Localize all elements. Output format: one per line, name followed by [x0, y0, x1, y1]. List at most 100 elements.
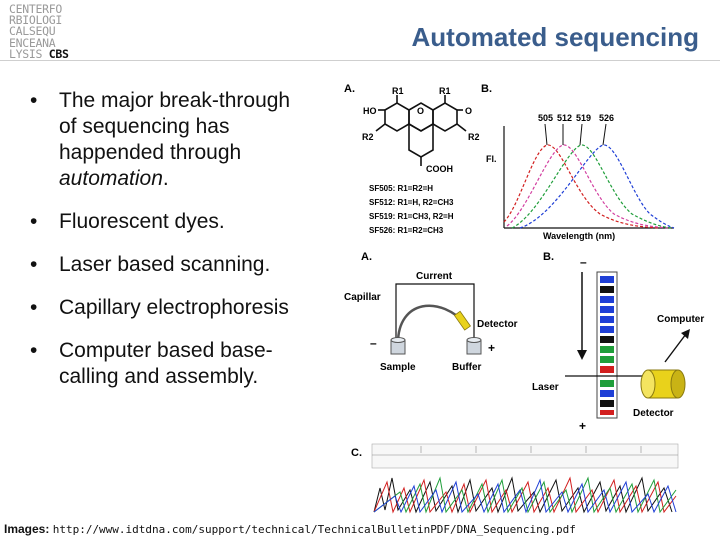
- gel-band: [600, 346, 614, 353]
- minus-sign: –: [580, 255, 587, 269]
- emission-curve-sf505: [503, 144, 661, 229]
- detector-window: [453, 310, 471, 331]
- logo-line: LYSIS CBS: [9, 46, 71, 61]
- trace-black: [373, 476, 673, 514]
- credit-url[interactable]: http://www.idtdna.com/support/technical/…: [52, 523, 576, 536]
- emission-curve-sf512: [506, 144, 671, 229]
- o-ring-label: O: [417, 106, 424, 116]
- bullet-text: of sequencing has: [59, 115, 230, 138]
- plus-sign: +: [488, 341, 495, 355]
- trace-blue: [373, 478, 677, 514]
- bullet-list: The major break-through of sequencing ha…: [30, 88, 330, 407]
- bullet-text: The major break-through: [59, 89, 291, 112]
- chromatogram-header: [371, 443, 679, 469]
- o-ketone-label: O: [465, 106, 472, 116]
- trace-red: [373, 476, 677, 514]
- dye-legend-line: SF505: R1=R2=H: [369, 184, 433, 193]
- computer-arrow: [664, 329, 690, 363]
- buffer-label: Buffer: [452, 362, 482, 373]
- logo-line-text: LYSIS: [9, 46, 43, 61]
- chromatogram-traces: [373, 476, 677, 514]
- panel-label: C.: [351, 447, 362, 459]
- bullet-text: Fluorescent dyes.: [59, 210, 225, 233]
- bullet-text: happended through: [59, 141, 242, 164]
- current-circuit: [395, 283, 475, 340]
- bullet-text: Capillary electrophoresis: [59, 296, 289, 319]
- spectrum-y-label: Fl.: [486, 154, 497, 164]
- bullet-item: Laser based scanning.: [30, 252, 330, 278]
- peak-label: 512: [557, 113, 572, 123]
- gel-band: [600, 380, 614, 387]
- computer-label: Computer: [657, 314, 704, 325]
- gel-band: [600, 336, 614, 343]
- r2-right-label: R2: [468, 132, 480, 142]
- bullet-text: calling and assembly.: [59, 365, 259, 388]
- gel-band: [600, 400, 614, 407]
- gel-band: [600, 326, 614, 333]
- bullet-line: automation.: [59, 166, 330, 192]
- trace-green: [373, 476, 677, 514]
- logo-line: RBIOLOGI: [9, 13, 62, 28]
- gel-band: [600, 390, 614, 397]
- dye-legend-line: SF519: R1=CH3, R2=H: [369, 212, 454, 221]
- emission-curves: [503, 144, 675, 229]
- dye-legend-line: SF526: R1=R2=CH3: [369, 226, 444, 235]
- gel-bands: [600, 276, 614, 415]
- peak-label: 505: [538, 113, 553, 123]
- fluorescein-structure: [375, 95, 467, 166]
- plus-sign: +: [579, 419, 586, 433]
- gel-band: [600, 316, 614, 323]
- cooh-label: COOH: [426, 164, 453, 174]
- bullet-item: Fluorescent dyes.: [30, 209, 330, 235]
- panel-label: B.: [543, 251, 554, 263]
- capillary-tube: [396, 304, 469, 344]
- bullet-item: The major break-through of sequencing ha…: [30, 88, 330, 192]
- buffer-vial: [466, 337, 482, 355]
- credit-label: Images:: [4, 522, 50, 536]
- ho-label: HO: [363, 106, 377, 116]
- bullet-item: Capillary electrophoresis: [30, 295, 330, 321]
- gel-band: [600, 286, 614, 293]
- r2-left-label: R2: [362, 132, 374, 142]
- image-credit: Images: http://www.idtdna.com/support/te…: [4, 522, 576, 536]
- cbs-logo: CENTERFO RBIOLOGI CALSEQU ENCEANA LYSIS …: [9, 2, 71, 61]
- logo-line: ENCEANA: [9, 35, 56, 50]
- logo-brand: CBS: [48, 46, 69, 61]
- chromatogram-ticks: [372, 446, 678, 456]
- panel-label: B.: [481, 83, 492, 95]
- bullet-text: .: [162, 167, 169, 190]
- gel-band: [600, 306, 614, 313]
- r1-left-label: R1: [392, 86, 404, 96]
- panel-label: A.: [344, 83, 355, 95]
- minus-sign: –: [370, 336, 377, 350]
- spectrum-axes: [503, 126, 674, 229]
- r1-right-label: R1: [439, 86, 451, 96]
- panel-label: A.: [361, 251, 372, 263]
- logo-line: CENTERFO: [9, 2, 62, 16]
- current-label: Current: [416, 271, 453, 282]
- bullet-text: Computer based base-: [59, 339, 273, 362]
- detector-cylinder: [640, 369, 686, 399]
- spectrum-x-label: Wavelength (nm): [543, 231, 615, 241]
- gel-band: [600, 276, 614, 283]
- logo-line: CALSEQU: [9, 24, 56, 39]
- title-divider: [0, 60, 720, 61]
- sample-vial: [390, 337, 406, 355]
- dye-legend-line: SF512: R1=H, R2=CH3: [369, 198, 454, 207]
- bullet-emphasis: automation: [59, 167, 163, 190]
- migration-arrow: [577, 272, 587, 360]
- slide-title: Automated sequencing: [411, 22, 699, 52]
- emission-curve-sf526: [519, 144, 675, 229]
- peak-label: 526: [599, 113, 614, 123]
- sample-label: Sample: [380, 362, 416, 373]
- bullet-item: Computer based base- calling and assembl…: [30, 338, 330, 390]
- laser-label: Laser: [532, 382, 559, 393]
- gel-band: [600, 356, 614, 363]
- gel-band: [600, 410, 614, 415]
- emission-curve-sf519: [511, 144, 673, 229]
- gel-band: [600, 296, 614, 303]
- detector-label: Detector: [633, 408, 674, 419]
- capillar-label: Capillar: [344, 292, 381, 303]
- gel-band: [600, 366, 614, 373]
- peak-markers: [544, 123, 607, 146]
